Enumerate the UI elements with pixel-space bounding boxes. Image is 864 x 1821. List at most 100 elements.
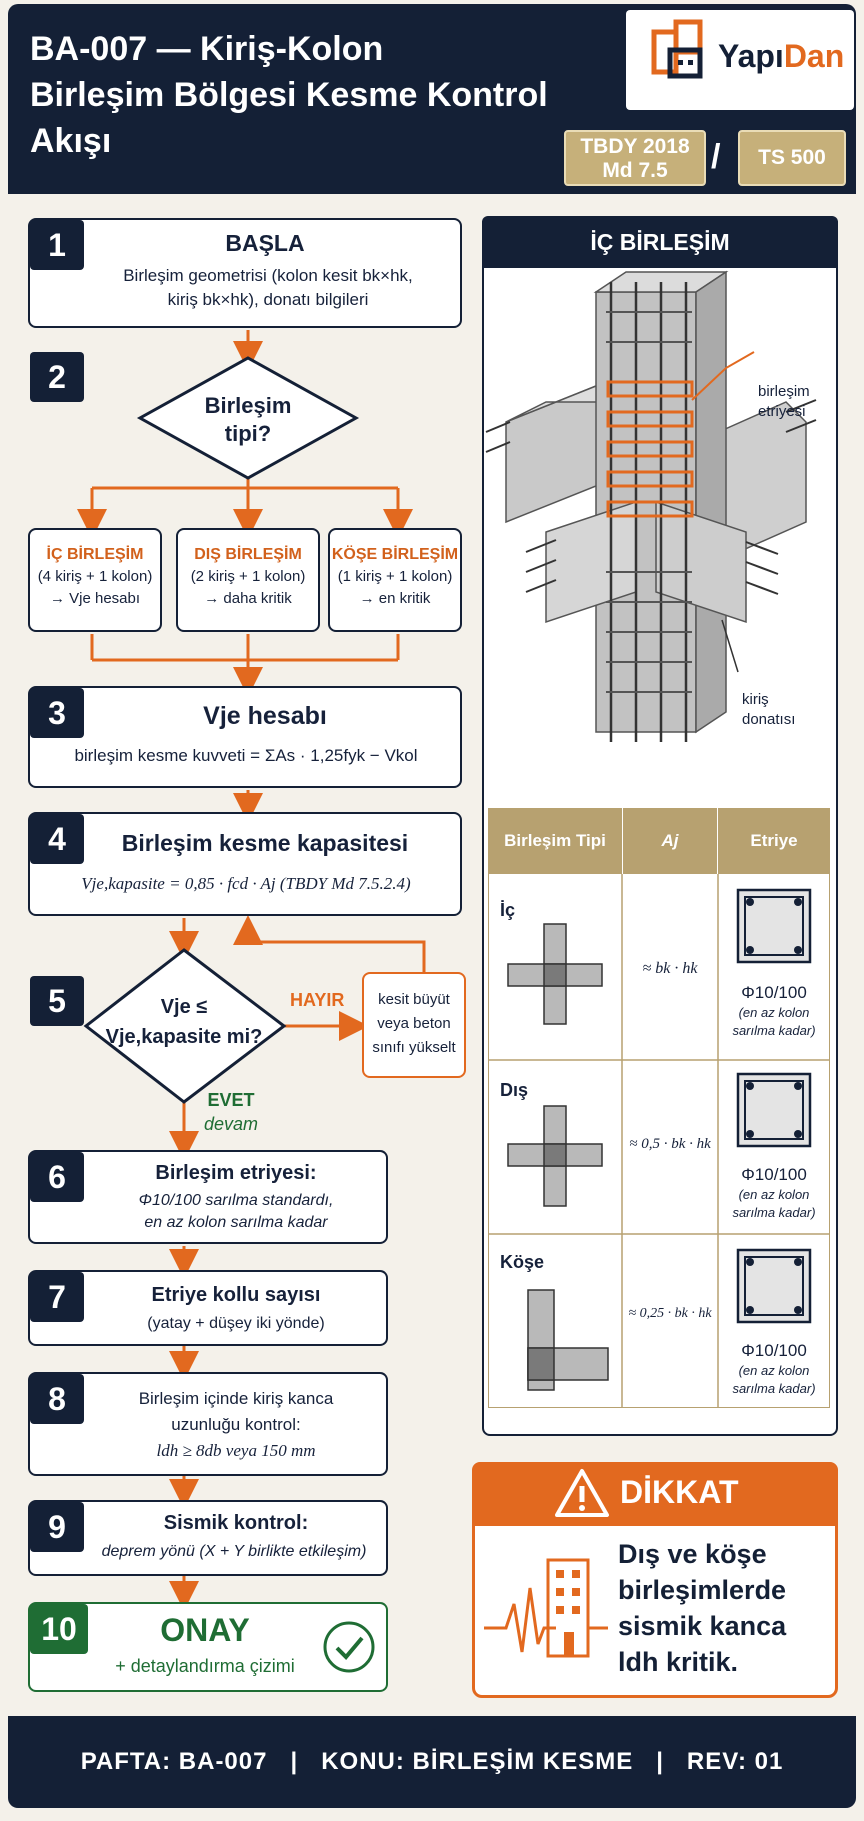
warning-line2: birleşimlerde [618,1575,787,1605]
logo-text-part1: Yapı [718,38,784,74]
callout-rebar: kiriş donatısı [742,690,822,730]
branch-dis-birlesim: DIŞ BİRLEŞİM (2 kiriş + 1 kolon) → daha … [176,528,320,632]
table-header-aj: Aj [622,808,718,874]
step-2-line1: Birleşim [204,393,292,418]
branch-kose-title: KÖŞE BİRLEŞİM [331,546,459,563]
step-8-box [28,1372,388,1476]
front-right-beam [655,500,747,624]
logo-text-part2: Dan [783,38,845,74]
badge-separator: / [711,138,721,176]
step-5-number: 5 [30,976,84,1026]
row-ic-etriye-line1: Φ10/100 [741,983,807,1002]
step-1-number: 1 [30,220,84,270]
step-10-title: ONAY [160,1612,250,1648]
badge-tbdy: TBDY 2018 Md 7.5 [564,130,706,186]
step-6-number: 6 [30,1152,84,1202]
rebar-leader [721,619,739,673]
step-2-number: 2 [30,352,84,402]
step-10-line1: + detaylandırma çizimi [115,1656,295,1676]
table-grid [488,874,830,1408]
step-4-number: 4 [30,814,84,864]
step-7-number: 7 [30,1272,84,1322]
logo-icon [651,19,703,79]
row-kose-etriye-line1: Φ10/100 [741,1341,807,1360]
row-kose-etriye: Φ10/100 (en az kolon sarılma kadar) [718,1340,830,1398]
warning-line1: Dış ve köşe [618,1539,767,1569]
branch-kose-line2: → en kritik [359,590,431,607]
step-9-box [28,1500,388,1576]
check-circle-icon [323,1621,375,1673]
arrow-loop-back [233,915,426,972]
step-3-box [28,686,462,788]
callout-rebar-line1: kiriş [742,691,769,708]
step-6-line1: Φ10/100 sarılma standardı, [138,1192,334,1209]
branch-kose-birlesim: KÖŞE BİRLEŞİM (1 kiriş + 1 kolon) → en k… [328,528,462,632]
warning-line3: sismik kanca [618,1611,787,1641]
step-8-line3: ldh ≥ 8db veya 150 mm [156,1441,316,1460]
title-line-2: Birleşim Bölgesi Kesme Kontrol Akışı [30,76,548,160]
row-kose-type: Köşe [500,1252,545,1272]
stirrup-leader [691,351,755,401]
branch-dis-line2: → daha kritik [204,590,292,607]
table-header-etriye: Etriye [718,808,830,874]
step-8-line1: Birleşim içinde kiriş kanca [138,1389,334,1408]
beam-rebars [485,399,817,595]
yes-label: EVET devam [196,1088,266,1136]
branch-kose-line1: (1 kiriş + 1 kolon) [337,568,453,585]
row-kose-etriye-line2: (en az kolon [738,1363,810,1378]
step-1-title: BAŞLA [225,230,305,256]
row-kose-etriye-line3: sarılma kadar) [732,1381,816,1396]
step-1-line2: kiriş bk×hk), donatı bilgileri [167,290,369,309]
warning-title: DİKKAT [620,1474,739,1510]
footer-text: PAFTA: BA-007 | KONU: BİRLEŞİM KESME | R… [80,1748,784,1775]
step-4-formula: Vje,kapasite = 0,85 · fcd · Aj (TBDY Md … [81,874,411,893]
page-title: BA-007 — Kiriş-Kolon Birleşim Bölgesi Ke… [30,26,630,164]
step-8-line2: uzunluğu kontrol: [171,1415,301,1434]
column-rebars [609,282,688,742]
step-6-text: Φ10/100 sarılma standardı, en az kolon s… [88,1190,384,1234]
badge-ts500: TS 500 [738,130,846,186]
badge-tbdy-line1: TBDY 2018 [580,135,690,158]
branch-ic-line2: → Vje hesabı [49,590,141,607]
step-6-line2: en az kolon sarılma kadar [144,1214,328,1231]
step-1-box [28,218,462,328]
footer-bar: PAFTA: BA-007 | KONU: BİRLEŞİM KESME | R… [8,1716,856,1808]
step-5-decision-text: Vje ≤ Vje,kapasite mi? [104,992,264,1052]
step-6-box [28,1150,388,1244]
step-10-box [28,1602,388,1692]
badge-tbdy-line2: Md 7.5 [602,159,668,182]
row-dis-etriye-line2: (en az kolon [738,1187,810,1202]
title-line-1: BA-007 — Kiriş-Kolon [30,30,384,68]
column-side [695,270,727,734]
callout-rebar-line2: donatısı [742,711,796,728]
no-action-line2: veya beton [377,1015,451,1032]
stirrup-section-icons [736,888,812,1324]
step-3-formula: birleşim kesme kuvveti = ΣAs · 1,25fyk −… [74,746,418,765]
icon-interior-joint [507,923,603,1025]
row-dis-etriye: Φ10/100 (en az kolon sarılma kadar) [718,1164,830,1222]
logo-box [626,10,854,110]
branch-dis-line1: (2 kiriş + 1 kolon) [190,568,306,585]
step-7-line1: (yatay + düşey iki yönde) [147,1315,325,1332]
yes-label-sub: devam [203,1114,259,1134]
step-3-title: Vje hesabı [203,702,327,730]
warning-header [472,1462,838,1526]
row-dis-etriye-line3: sarılma kadar) [732,1205,816,1220]
step-4-box [28,812,462,916]
branch-ic-line1: (4 kiriş + 1 kolon) [37,568,153,585]
no-action-box: kesit büyüt veya beton sınıfı yükselt [362,972,466,1078]
step-9-title: Sismik kontrol: [163,1512,309,1534]
step-4-title: Birleşim kesme kapasitesi [121,830,409,856]
branch-ic-birlesim: İÇ BİRLEŞİM (4 kiriş + 1 kolon) → Vje he… [28,528,162,632]
row-ic-etriye: Φ10/100 (en az kolon sarılma kadar) [718,982,830,1040]
callout-stirrup-line1: birleşim [758,383,810,400]
step-9-line1: deprem yönü (X + Y birlikte etkileşim) [101,1543,367,1560]
decision-diamond-5 [83,948,287,1104]
table-header-type: Birleşim Tipi [488,808,622,874]
step-1-line1: Birleşim geometrisi (kolon kesit bk×hk, [123,266,413,285]
no-action-line1: kesit büyüt [378,991,450,1008]
warning-text: Dış ve köşe birleşimlerde sismik kanca l… [618,1536,828,1680]
logo-text: YapıDan [718,38,844,75]
step-10-number: 10 [30,1604,88,1654]
step-6-title: Birleşim etriyesi: [155,1162,317,1184]
